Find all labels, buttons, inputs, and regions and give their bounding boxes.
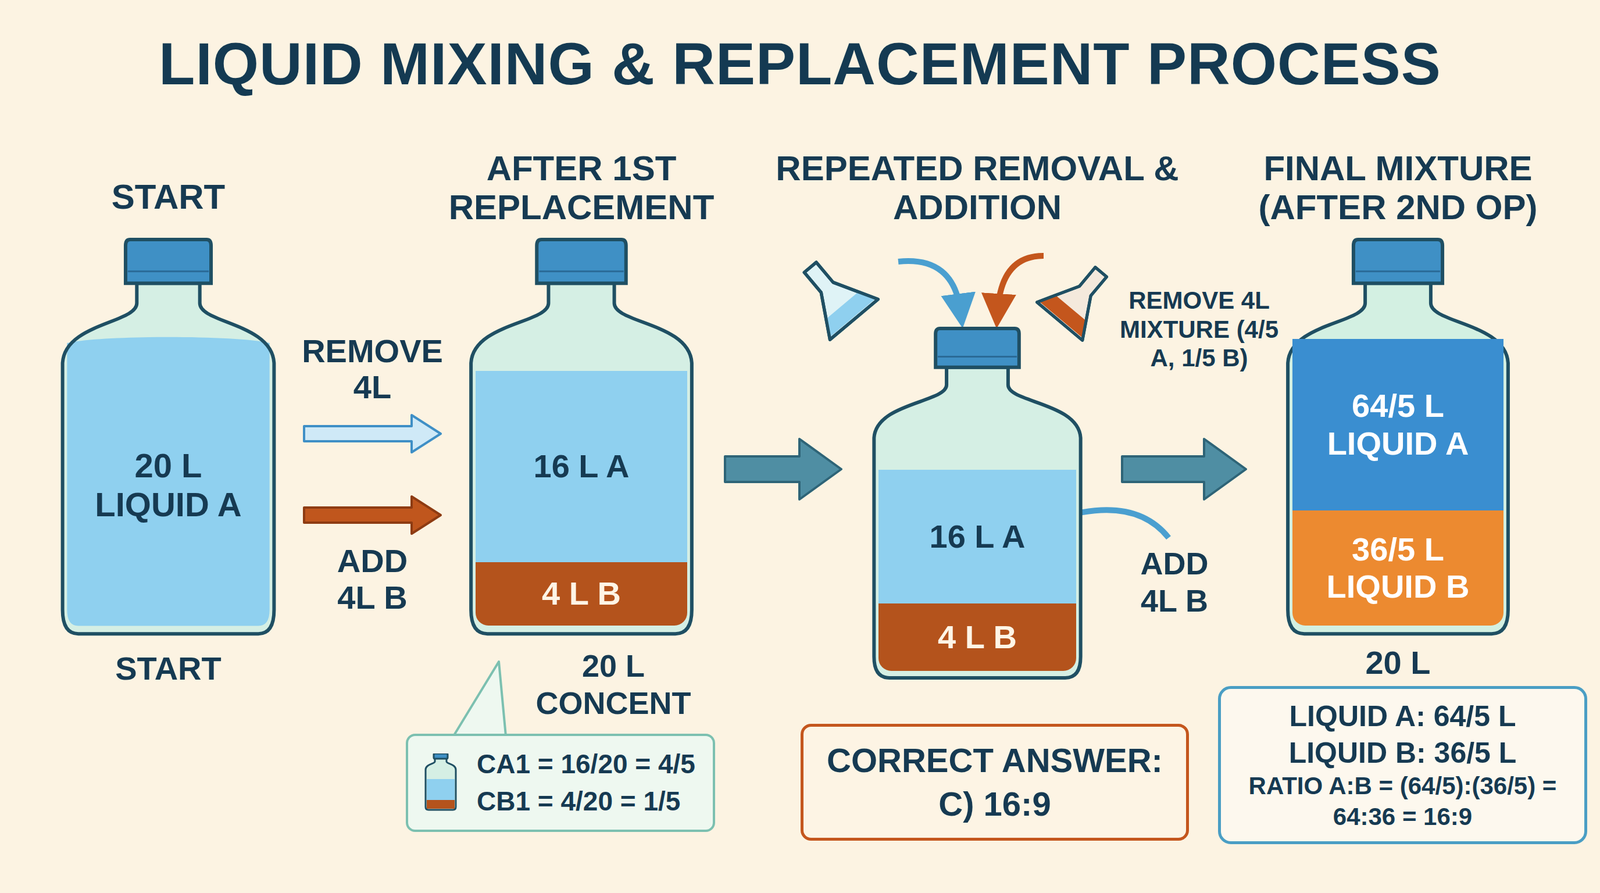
cap-ridge — [937, 355, 1017, 358]
diagram-title: LIQUID MIXING & REPLACEMENT PROCESS — [0, 30, 1600, 99]
bottle-border — [873, 367, 1081, 678]
bottle-border — [62, 283, 275, 634]
box-text: LIQUID A: 64/5 L — [1233, 698, 1572, 735]
note-label: ADD 4L B — [1119, 545, 1230, 620]
bottle-border — [470, 283, 692, 634]
column-heading: AFTER 1ST REPLACEMENT — [412, 148, 750, 227]
band-label: 4 L B — [541, 575, 621, 613]
liquid-band: 16 L A — [878, 469, 1077, 605]
band-label: 4 L B — [937, 618, 1017, 656]
bottle-cap — [1353, 239, 1443, 284]
bottle-glass — [62, 283, 275, 634]
pouring-flask-blue — [786, 247, 878, 340]
cap-ridge — [127, 270, 209, 273]
band-label: 16 L A — [929, 518, 1026, 556]
column-heading: FINAL MIXTURE (AFTER 2ND OP) — [1235, 148, 1562, 227]
bottle-caption: 20 L — [1281, 644, 1515, 681]
box-text: CA1 = 16/20 = 4/5 — [476, 745, 696, 783]
bottle-cap — [935, 328, 1020, 368]
mini-bottle-blue — [426, 779, 455, 800]
bottle-caption: START — [52, 650, 285, 687]
mini-bottle-cap — [433, 753, 448, 759]
bottle-glass — [873, 367, 1081, 678]
block-arrow — [1122, 438, 1246, 500]
pour-arrow-orange — [997, 255, 1044, 312]
column-heading: REPEATED REMOVAL & ADDITION — [756, 148, 1199, 227]
callout-tail — [453, 661, 506, 737]
bottle-node: REPEATED REMOVAL & ADDITION16 L A4 L B — [867, 328, 1088, 682]
mini-bottle-brown — [426, 800, 455, 809]
bottle-glass — [470, 283, 692, 634]
bottle-outline — [55, 239, 281, 638]
liquid-band: 4 L B — [878, 603, 1077, 671]
pour-arrow-blue — [898, 261, 961, 312]
bottle-node: AFTER 1ST REPLACEMENT16 L A4 L B — [463, 239, 699, 638]
block-arrow — [725, 438, 842, 500]
box-text: RATIO A:B = (64/5):(36/5) = 64:36 = 16:9 — [1233, 770, 1572, 832]
bottle-label: 20 L LIQUID A — [81, 446, 256, 524]
info-box: LIQUID A: 64/5 LLIQUID B: 36/5 LRATIO A:… — [1218, 686, 1588, 845]
liquid-fill — [66, 337, 270, 627]
mini-bottle-glass — [425, 758, 456, 810]
box-text: LIQUID B: 36/5 L — [1233, 734, 1572, 772]
info-box: CORRECT ANSWER:C) 16:9 — [800, 723, 1189, 841]
liquid-band: 4 L B — [475, 562, 688, 627]
note-label: 20 L CONCENT — [526, 647, 701, 722]
box-text: CORRECT ANSWER: — [826, 738, 1163, 782]
box-text: C) 16:9 — [826, 781, 1163, 826]
arrow-label: ADD 4L B — [317, 543, 428, 616]
pouring-flask-orange — [1037, 252, 1124, 341]
bottle-node: START20 L LIQUID ASTART — [55, 239, 281, 638]
arrow-label: REMOVE 4L — [294, 333, 452, 406]
block-arrow — [304, 415, 441, 453]
box-text: CB1 = 4/20 = 1/5 — [476, 782, 696, 820]
block-arrow — [304, 496, 441, 534]
bottle-cap — [536, 239, 627, 284]
bottle-node: FINAL MIXTURE (AFTER 2ND OP)20 L64/5 L L… — [1280, 239, 1516, 638]
liquid-band: 64/5 L LIQUID A — [1292, 338, 1504, 511]
note-label: REMOVE 4L MIXTURE (4/5 A, 1/5 B) — [1119, 286, 1280, 373]
bottle-glass — [1287, 283, 1509, 634]
liquid-band: 16 L A — [475, 370, 688, 563]
band-label: 64/5 L LIQUID A — [1310, 387, 1485, 463]
cap-ridge — [538, 270, 624, 273]
info-box: CA1 = 16/20 = 4/5CB1 = 4/20 = 1/5 — [405, 733, 716, 832]
cap-ridge — [1355, 270, 1441, 273]
column-heading: START — [52, 177, 285, 217]
band-label: 16 L A — [533, 447, 630, 485]
bottle-cap — [125, 239, 212, 284]
liquid-band: 36/5 L LIQUID B — [1292, 510, 1504, 627]
mini-bottle-icon — [423, 753, 459, 812]
bottle-border — [1287, 283, 1509, 634]
band-label: 36/5 L LIQUID B — [1310, 530, 1485, 606]
